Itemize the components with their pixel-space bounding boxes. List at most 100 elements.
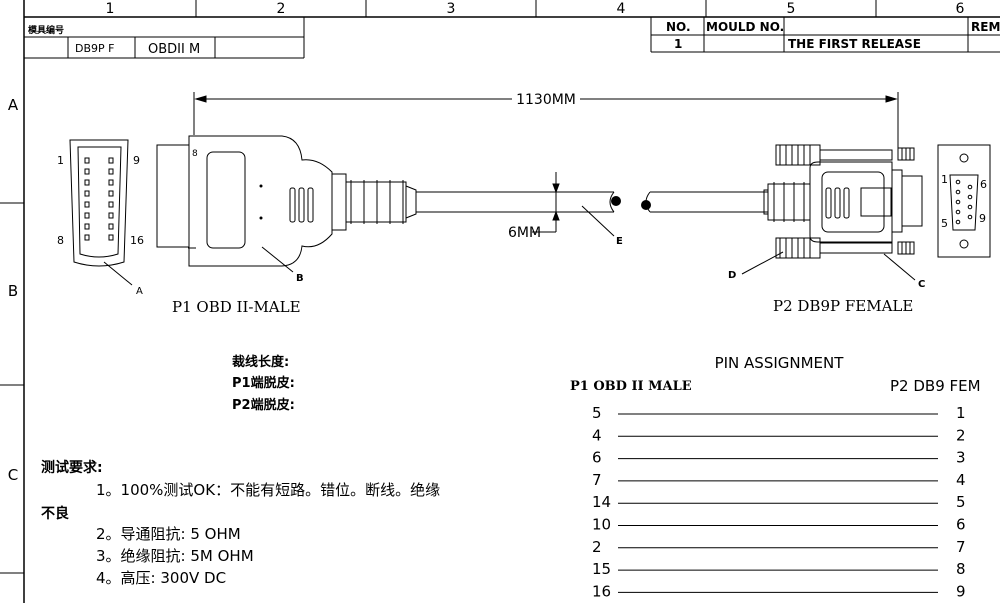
test-requirement-1: 1。100%测试OK：不能有短路。错位。断线。绝缘 <box>96 481 440 499</box>
p2-strain-relief <box>763 182 811 222</box>
p1-strain-relief <box>331 173 417 231</box>
test-requirement-1-cont: 不良 <box>41 505 69 522</box>
callout-d: D <box>728 270 736 281</box>
zone-col-6: 6 <box>956 1 965 17</box>
db9-pin <box>967 204 973 210</box>
pin-assignment-row: 15 8 <box>592 560 966 578</box>
note-p1-strip: P1端脱皮: <box>232 375 295 391</box>
zone-col-5: 5 <box>787 1 796 17</box>
test-requirement-4: 4。高压: 300V DC <box>96 569 226 587</box>
mould-cell-db9p: DB9P F <box>75 42 114 55</box>
db9-pin-6-label: 6 <box>980 178 987 191</box>
obd2-pin <box>84 179 90 186</box>
pin-p2-number: 5 <box>956 493 966 511</box>
pin-p2-number: 7 <box>956 538 966 556</box>
revision-block <box>650 17 1000 53</box>
pin-p1-number: 5 <box>592 404 602 422</box>
zone-row-a: A <box>8 96 19 114</box>
db9-pin <box>955 189 961 195</box>
obd2-pin-9-label: 9 <box>133 154 140 167</box>
callout-c: C <box>918 279 925 290</box>
obd2-pin-16-label: 16 <box>130 234 144 247</box>
callout-e: E <box>616 236 623 247</box>
obd2-pin <box>108 212 114 219</box>
db9-face-view <box>937 144 991 258</box>
pin-p1-number: 4 <box>592 426 602 444</box>
callout-c-leader <box>883 253 916 281</box>
pin-p1-number: 14 <box>592 493 611 511</box>
p2-caption: P2 DB9P FEMALE <box>773 297 913 315</box>
diameter-dimension-label: 6MM <box>508 225 541 241</box>
obd2-pin <box>108 157 114 164</box>
callout-d-leader <box>741 251 784 275</box>
test-requirement-2: 2。导通阻抗: 5 OHM <box>96 525 241 543</box>
obd2-pin-8-label: 8 <box>57 234 64 247</box>
pin-p2-number: 2 <box>956 426 966 444</box>
obd2-screw-bottom <box>259 216 263 220</box>
cable <box>416 191 768 213</box>
obd2-screw-top <box>259 184 263 188</box>
db9-pin-9-label: 9 <box>979 212 986 225</box>
zone-column-labels: 1 2 3 4 5 6 <box>106 1 965 17</box>
obd2-pin <box>84 212 90 219</box>
db9-pin-5-label: 5 <box>941 217 948 230</box>
revision-mould-no-label: MOULD NO. <box>706 20 784 34</box>
note-p2-strip: P2端脱皮: <box>232 397 295 413</box>
callout-e-leader <box>581 205 615 237</box>
zone-row-c: C <box>8 466 18 484</box>
note-cut-length: 裁线长度: <box>232 354 289 370</box>
mould-cell-obdii: OBDII M <box>148 42 200 57</box>
pin-assignment-title: PIN ASSIGNMENT <box>715 354 845 372</box>
pin-p2-number: 8 <box>956 560 966 578</box>
callout-a: A <box>136 286 143 297</box>
obd2-pin-1-label: 1 <box>57 154 64 167</box>
zone-col-1: 1 <box>106 1 115 17</box>
pin-p1-number: 10 <box>592 516 611 534</box>
obd2-pin <box>108 190 114 197</box>
db9-pin-grid <box>955 179 973 225</box>
obd2-pin <box>84 201 90 208</box>
pin-p2-number: 1 <box>956 404 966 422</box>
pin-p1-number: 16 <box>592 582 611 600</box>
pin-p1-number: 2 <box>592 538 602 556</box>
db9-pin <box>955 179 961 185</box>
db9-pin-1-label: 1 <box>941 173 948 186</box>
obd2-pin <box>108 201 114 208</box>
length-dimension <box>193 92 899 150</box>
db9-pin <box>955 199 961 205</box>
mould-code-block <box>24 17 305 59</box>
p1-caption: P1 OBD II-MALE <box>172 298 301 316</box>
pin-assignment-row: 16 9 <box>592 582 966 600</box>
db9-pin <box>955 209 961 215</box>
pin-p1-number: 15 <box>592 560 611 578</box>
obd2-pin <box>84 223 90 230</box>
obd2-pin <box>108 168 114 175</box>
revision-row-no: 1 <box>674 37 682 51</box>
cable-break-right-dot <box>641 200 651 210</box>
pin-assignment-right-header: P2 DB9 FEM <box>890 377 981 395</box>
revision-no-label: NO. <box>666 20 691 34</box>
db9-pin <box>955 219 961 225</box>
obd2-face-view <box>69 139 129 267</box>
callout-b-leader <box>261 246 294 273</box>
obd2-side-view <box>156 135 333 267</box>
pin-assignment-row: 14 5 <box>592 493 966 511</box>
diameter-dimension <box>532 172 560 233</box>
obd2-pin <box>108 234 114 241</box>
obd2-pin-grid <box>84 157 114 241</box>
db9-side-view <box>775 144 923 259</box>
obd2-pin <box>84 157 90 164</box>
db9-pin <box>967 184 973 190</box>
db9-pin <box>967 214 973 220</box>
obd2-side-mark: 8 <box>192 149 198 159</box>
pin-p2-number: 9 <box>956 582 966 600</box>
test-requirement-3: 3。绝缘阻抗: 5M OHM <box>96 547 254 565</box>
pin-p1-number: 7 <box>592 471 602 489</box>
